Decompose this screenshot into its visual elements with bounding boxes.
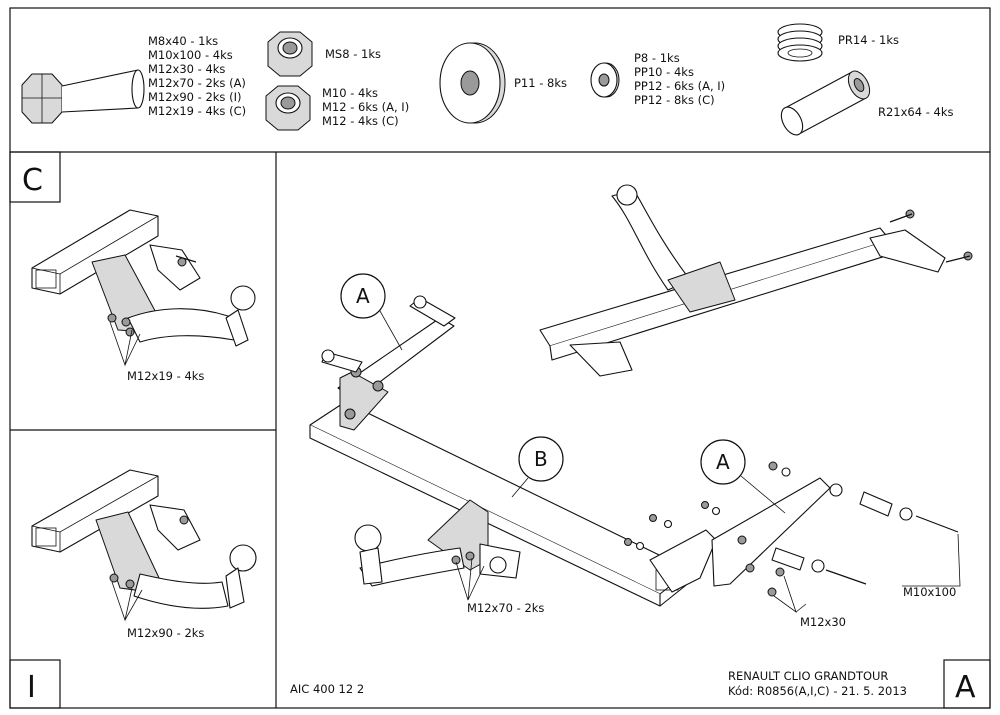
callout-b-leader — [511, 477, 529, 498]
panel-a-letter: A — [955, 670, 976, 705]
panel-c-hitch-drawing — [31, 209, 256, 347]
m12x30-label: M12x30 — [800, 615, 846, 629]
nut-label-3: M12 - 4ks (C) — [322, 114, 399, 128]
large-washer-label: P11 - 8ks — [514, 76, 567, 90]
m12x70-leader — [455, 557, 485, 601]
bolt-label-1: M8x40 - 1ks — [148, 34, 218, 48]
callout-a-left-circle — [340, 273, 386, 319]
m10x100-label: M10x100 — [903, 585, 956, 599]
vehicle-model: RENAULT CLIO GRANDTOUR — [728, 669, 888, 683]
m10x100-leader — [902, 533, 961, 587]
m12x30-leader — [773, 575, 807, 614]
callout-a-right: A — [716, 450, 730, 474]
panel-i-letter-box — [9, 659, 61, 709]
panel-i-letter: I — [27, 670, 36, 705]
panel-a-letter-box — [943, 659, 991, 709]
washer-label-4: PP12 - 8ks (C) — [634, 93, 715, 107]
drawing-code: AIC 400 12 2 — [290, 682, 364, 696]
callout-a-left-leader — [379, 310, 403, 351]
callout-a-left: A — [356, 284, 370, 308]
m12x70-label: M12x70 - 2ks — [467, 601, 544, 615]
washer-label-1: P8 - 1ks — [634, 51, 680, 65]
panel-c-leader — [109, 321, 141, 367]
spring-icon — [777, 23, 823, 62]
bolt-label-2: M10x100 - 4ks — [148, 48, 233, 62]
panel-c-letter: C — [22, 163, 43, 198]
panel-i-bolt-label: M12x90 - 2ks — [127, 626, 204, 640]
callout-a-right-circle — [700, 439, 746, 485]
large-washer-icon — [439, 42, 506, 124]
tube-icon — [780, 70, 871, 136]
self-lock-nut-icon — [267, 31, 313, 77]
nut-label-2: M12 - 6ks (A, I) — [322, 100, 409, 114]
bolt-label-3: M12x30 - 4ks — [148, 62, 225, 76]
drawing-kod: Kód: R0856(A,I,C) - 21. 5. 2013 — [728, 684, 907, 698]
drawing-frame — [9, 7, 991, 709]
callout-b: B — [534, 447, 548, 471]
tube-label: R21x64 - 4ks — [878, 105, 954, 119]
bolt-label-5: M12x90 - 2ks (I) — [148, 90, 241, 104]
panel-i-hitch-drawing — [31, 469, 257, 609]
bolt-label-6: M12x19 - 4ks (C) — [148, 104, 246, 118]
panel-c-bolt-label: M12x19 - 4ks — [127, 369, 204, 383]
vehicle-mounted-view — [539, 184, 973, 377]
panel-i-leader — [111, 581, 143, 622]
washer-label-2: PP10 - 4ks — [634, 65, 694, 79]
spring-label: PR14 - 1ks — [838, 33, 899, 47]
washer-label-3: PP12 - 6ks (A, I) — [634, 79, 725, 93]
bolt-icon — [21, 69, 145, 124]
washer-icon — [590, 62, 620, 98]
nut-icon — [265, 85, 311, 131]
bolt-label-4: M12x70 - 2ks (A) — [148, 76, 246, 90]
nut-label-1: M10 - 4ks — [322, 86, 378, 100]
main-towbar-assembly — [309, 295, 959, 607]
callout-b-circle — [518, 436, 564, 482]
panel-c-letter-box — [9, 151, 61, 203]
self-lock-nut-label: MS8 - 1ks — [325, 47, 381, 61]
callout-a-right-leader — [740, 475, 786, 514]
